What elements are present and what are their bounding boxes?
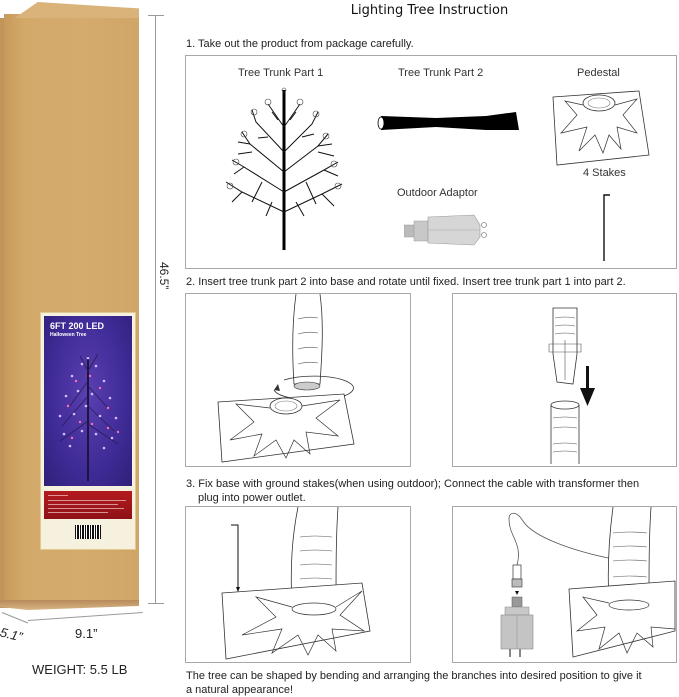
trunk-parts-joining-illustration xyxy=(548,307,595,464)
step-3-line-2: plug into power outlet. xyxy=(198,492,306,504)
step-2-left-panel xyxy=(185,293,411,467)
part-label-trunk-1: Tree Trunk Part 1 xyxy=(238,67,324,79)
tree-trunk-part-1-illustration xyxy=(225,87,343,250)
step-3-text: 3. Fix base with ground stakes(when usin… xyxy=(186,477,639,505)
footer-note-line-2: a natural appearance! xyxy=(186,684,294,696)
width-dimension-label: 9.1” xyxy=(75,626,98,641)
label-title: 6FT 200 LED xyxy=(50,321,105,331)
step-2-right-panel xyxy=(452,293,677,467)
trunk-into-base-illustration xyxy=(217,294,355,463)
label-subtitle: Halloween Tree xyxy=(50,332,87,338)
height-dimension-line xyxy=(155,15,156,603)
height-dimension-tick-bottom xyxy=(148,603,164,604)
depth-dimension-label: 5.1” xyxy=(0,624,24,645)
height-dimension-label: 46.5” xyxy=(157,262,171,290)
ground-stake-illustration xyxy=(603,194,610,261)
weight-label: WEIGHT: 5.5 LB xyxy=(32,662,128,677)
box-bottom-edge xyxy=(0,600,139,610)
lit-tree-illustration xyxy=(58,353,120,481)
base-with-stake-illustration xyxy=(221,507,371,660)
step-1-text: 1. Take out the product from package car… xyxy=(186,38,414,50)
part-label-adaptor: Outdoor Adaptor xyxy=(397,187,478,199)
label-photo-panel: 6FT 200 LED Halloween Tree xyxy=(44,316,132,486)
part-label-stakes: 4 Stakes xyxy=(583,167,626,179)
part-label-pedestal: Pedestal xyxy=(577,67,620,79)
part-label-trunk-2: Tree Trunk Part 2 xyxy=(398,67,484,79)
height-dimension-tick-top xyxy=(148,15,164,16)
step-2-text: 2. Insert tree trunk part 2 into base an… xyxy=(186,276,626,288)
tree-trunk-part-2-illustration xyxy=(377,112,519,130)
page-title: Lighting Tree Instruction xyxy=(350,3,509,18)
footer-note: The tree can be shaped by bending and ar… xyxy=(186,669,642,697)
box-top-face xyxy=(14,2,139,18)
label-info-band xyxy=(44,491,132,519)
step-3-right-panel xyxy=(452,506,677,663)
footer-note-line-1: The tree can be shaped by bending and ar… xyxy=(186,670,642,682)
box-label: 6FT 200 LED Halloween Tree xyxy=(40,312,136,550)
parts-panel: Tree Trunk Part 1 Tree Trunk Part 2 Pede… xyxy=(185,55,677,269)
width-dimension-line xyxy=(27,611,143,621)
depth-dimension-line xyxy=(1,612,29,624)
pedestal-illustration xyxy=(552,90,650,166)
step-3-left-panel xyxy=(185,506,411,663)
step-3-line-1: 3. Fix base with ground stakes(when usin… xyxy=(186,478,640,490)
barcode xyxy=(75,525,101,539)
connect-power-illustration xyxy=(500,507,676,658)
outdoor-adaptor-illustration xyxy=(404,214,487,246)
